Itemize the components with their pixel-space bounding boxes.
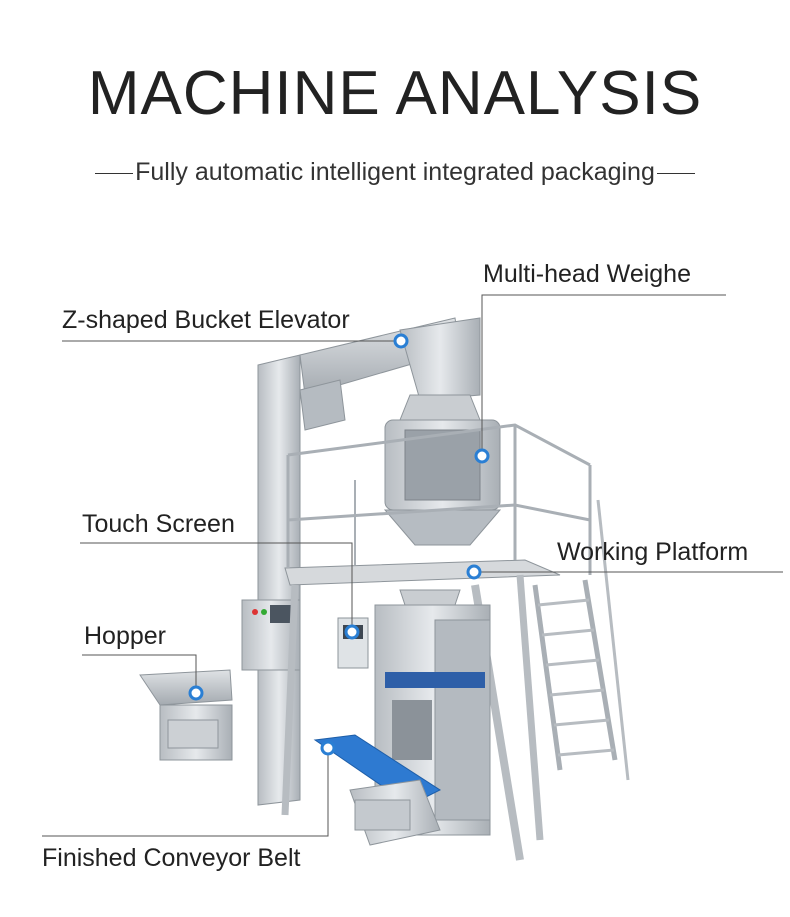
label-bucket-elevator: Z-shaped Bucket Elevator xyxy=(62,306,350,334)
page-subtitle: Fully automatic intelligent integrated p… xyxy=(0,158,790,187)
leader-lines xyxy=(42,294,783,837)
hopper-feeder xyxy=(139,669,233,761)
marker-multi-head-weigher xyxy=(474,448,490,464)
marker-bucket-elevator xyxy=(393,333,409,349)
subtitle-text: Fully automatic intelligent integrated p… xyxy=(135,158,655,186)
bucket-elevator xyxy=(241,317,481,806)
finished-conveyor xyxy=(313,734,442,846)
marker-working-platform xyxy=(466,564,482,580)
label-working-platform: Working Platform xyxy=(557,538,749,566)
multi-head-weigher xyxy=(383,394,502,546)
markers xyxy=(188,333,490,756)
leader-multi-head xyxy=(481,294,726,456)
subtitle-right-dash xyxy=(656,172,695,174)
leader-conveyor xyxy=(42,748,329,837)
label-touch-screen: Touch Screen xyxy=(82,510,235,538)
label-multi-head-weigher: Multi-head Weighe xyxy=(483,260,691,288)
label-conveyor-belt: Finished Conveyor Belt xyxy=(42,844,301,872)
marker-conveyor xyxy=(320,740,336,756)
label-hopper: Hopper xyxy=(84,622,166,650)
marker-hopper xyxy=(188,685,204,701)
ladder xyxy=(532,499,630,781)
leader-hopper xyxy=(82,654,197,693)
marker-touch-screen xyxy=(344,624,360,640)
page-title: MACHINE ANALYSIS xyxy=(87,59,703,128)
subtitle-left-dash xyxy=(95,172,134,174)
leader-touch-screen xyxy=(80,542,353,632)
packaging-machine xyxy=(337,589,491,836)
